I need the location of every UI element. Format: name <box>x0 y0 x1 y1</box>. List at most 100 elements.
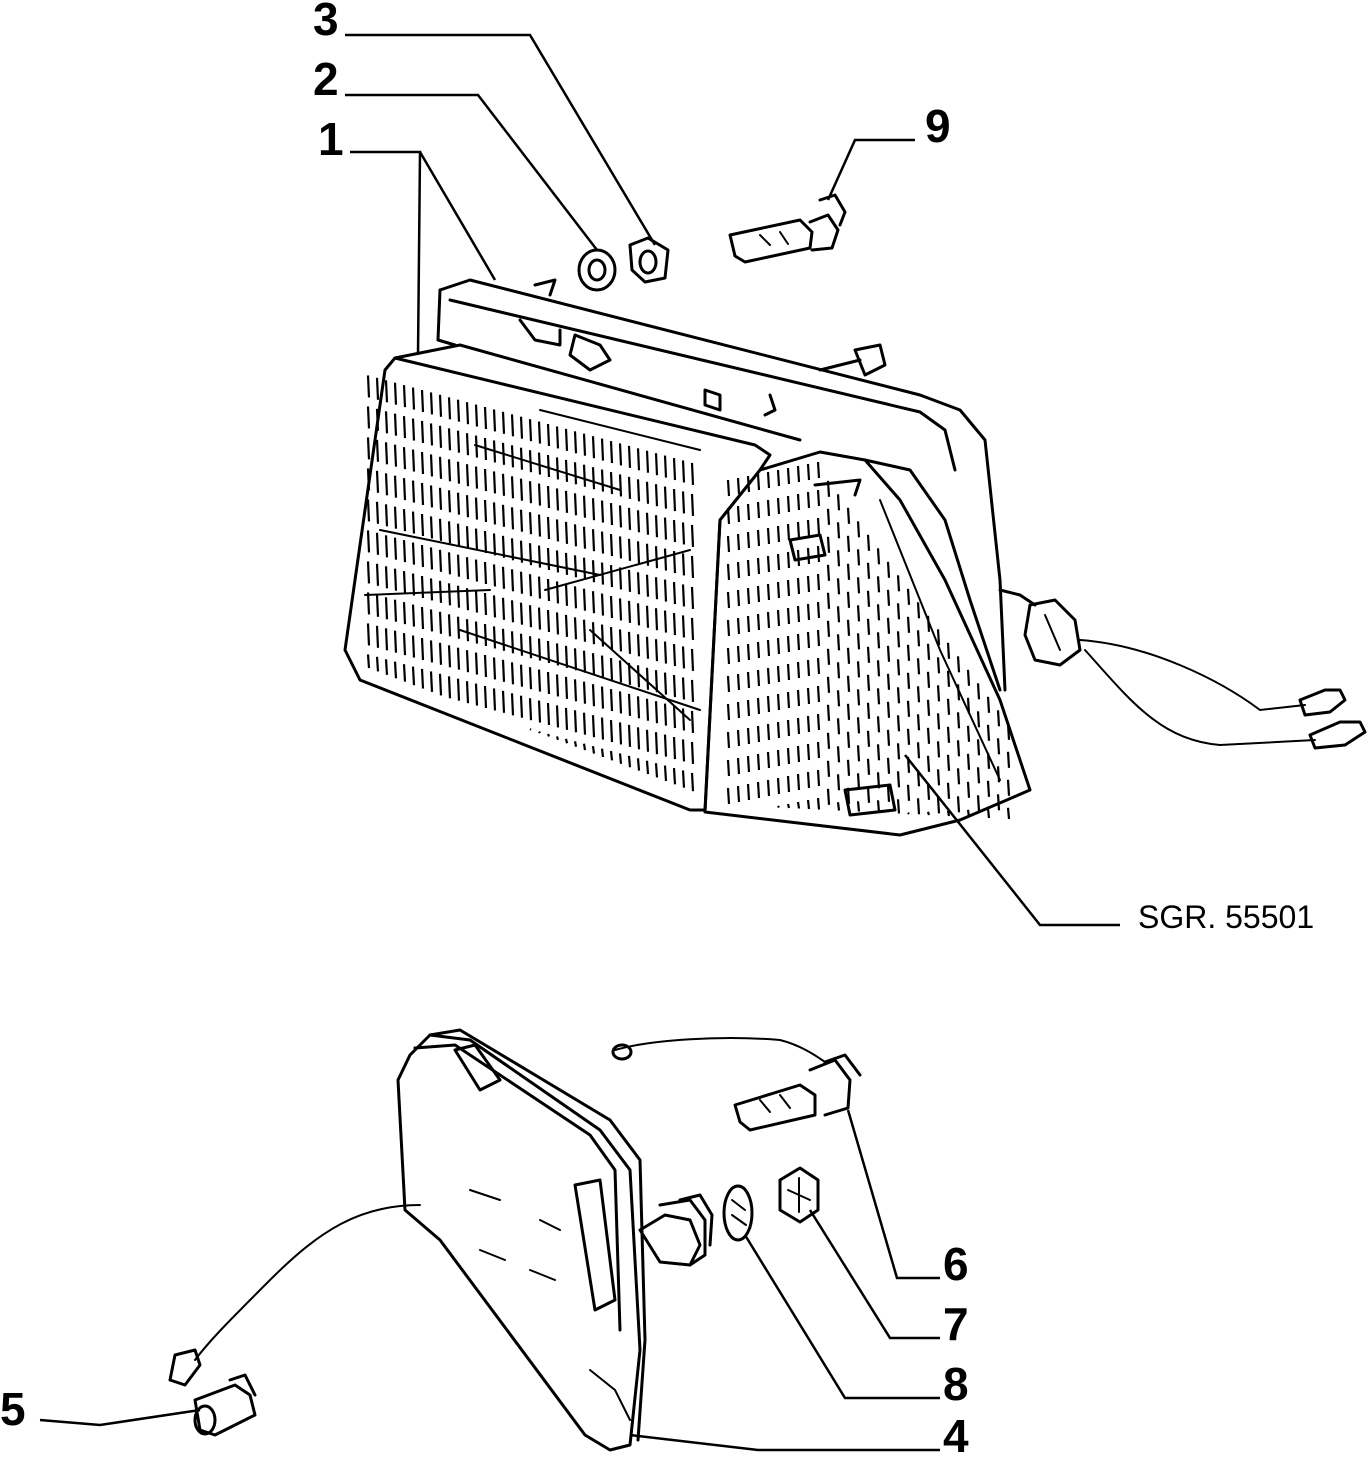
hatch-stroke <box>806 659 811 677</box>
hatch-stroke <box>866 758 871 775</box>
hatch-stroke <box>636 541 641 564</box>
hatch-stroke <box>555 550 560 573</box>
hatch-stroke <box>663 703 668 726</box>
hatch-stroke <box>786 607 791 625</box>
hatch-stroke <box>429 609 434 632</box>
hatch-stroke <box>573 679 578 702</box>
part-5-bulb <box>193 1373 257 1437</box>
hatch-stroke <box>756 781 761 799</box>
hatch-stroke <box>483 468 488 492</box>
hatch-stroke <box>402 416 407 439</box>
hatch-stroke <box>746 587 751 605</box>
hatch-stroke <box>384 535 389 558</box>
hatch-stroke <box>429 578 434 601</box>
hatch-stroke <box>916 742 921 759</box>
hatch-stroke <box>555 426 560 449</box>
hatch-stroke <box>681 615 686 638</box>
hatch-stroke <box>856 773 861 790</box>
hatch-stroke <box>465 433 470 456</box>
hatch-stroke <box>876 576 881 593</box>
hatch-stroke <box>582 526 587 549</box>
hatch-stroke <box>846 675 851 692</box>
hatch-stroke <box>555 457 560 480</box>
hatch-stroke <box>573 493 578 516</box>
lower-cable <box>168 1204 421 1387</box>
hatch-stroke <box>663 765 668 781</box>
hatch-stroke <box>966 725 971 742</box>
hatch-stroke <box>936 769 941 786</box>
hatch-stroke <box>492 657 497 680</box>
hatch-stroke <box>546 578 551 602</box>
hatch-stroke <box>582 743 587 751</box>
part-9-bulb <box>728 193 847 264</box>
hatch-stroke <box>636 696 641 719</box>
hatch-stroke <box>465 402 470 425</box>
hatch-stroke <box>411 604 416 627</box>
hatch-stroke <box>916 630 921 647</box>
hatch-stroke <box>654 608 659 631</box>
hatch-stroke <box>366 592 371 615</box>
hatch-stroke <box>876 688 881 705</box>
hatch-stroke <box>886 561 891 578</box>
hatch-stroke <box>986 724 991 741</box>
hatch-stroke <box>916 602 921 619</box>
hatch-stroke <box>429 547 434 570</box>
hatch-stroke <box>384 473 389 496</box>
hatch-stroke <box>447 428 452 451</box>
hatch-stroke <box>546 609 551 633</box>
hatch-stroke <box>796 493 801 511</box>
hatch-stroke <box>826 732 831 749</box>
hatch-stroke <box>429 671 434 693</box>
hatch-stroke <box>447 676 452 699</box>
hatch-stroke <box>501 597 506 620</box>
hatch-stroke <box>366 499 371 522</box>
hatch-stroke <box>906 588 911 605</box>
hatch-stroke <box>681 646 686 669</box>
hatch-stroke <box>645 605 650 628</box>
hatch-stroke <box>690 710 695 733</box>
hatch-stroke <box>564 676 569 699</box>
hatch-stroke <box>411 449 416 472</box>
hatch-stroke <box>555 519 560 542</box>
hatch-stroke <box>519 416 524 439</box>
hatch-stroke <box>420 389 425 413</box>
hatch-stroke <box>846 647 851 664</box>
hatch-stroke <box>766 779 771 797</box>
hatch-stroke <box>555 488 560 511</box>
hatch-stroke <box>564 428 569 451</box>
hatch-stroke <box>537 421 542 444</box>
hatch-stroke <box>776 665 781 683</box>
hatch-stroke <box>816 657 821 675</box>
hatch-stroke <box>766 695 771 713</box>
hatch-stroke <box>429 516 434 539</box>
hatch-stroke <box>886 729 891 746</box>
hatch-stroke <box>600 500 605 523</box>
hatch-stroke <box>736 477 741 495</box>
hatch-stroke <box>986 696 991 713</box>
hatch-stroke <box>786 663 791 681</box>
hatch-stroke <box>519 571 524 594</box>
hatch-stroke <box>906 616 911 633</box>
hatch-stroke <box>384 628 389 651</box>
hatch-stroke <box>456 399 461 422</box>
hatch-stroke <box>573 617 578 640</box>
hatch-stroke <box>465 557 470 580</box>
hatch-stroke <box>836 774 841 791</box>
hatch-stroke <box>429 485 434 508</box>
hatch-stroke <box>645 481 650 504</box>
hatch-stroke <box>1006 779 1011 796</box>
hatch-stroke <box>393 475 398 498</box>
hatch-stroke <box>836 718 841 735</box>
hatch-stroke <box>1006 751 1011 768</box>
hatch-stroke <box>896 659 901 676</box>
hatch-stroke <box>796 689 801 707</box>
hatch-stroke <box>816 769 821 787</box>
hatch-stroke <box>786 803 791 809</box>
hatch-stroke <box>402 478 407 501</box>
hatch-stroke <box>786 467 791 485</box>
hatch-stroke <box>636 758 641 771</box>
hatch-stroke <box>766 723 771 741</box>
hatch-stroke <box>806 575 811 593</box>
hatch-stroke <box>672 643 677 667</box>
hatch-stroke <box>627 755 632 768</box>
